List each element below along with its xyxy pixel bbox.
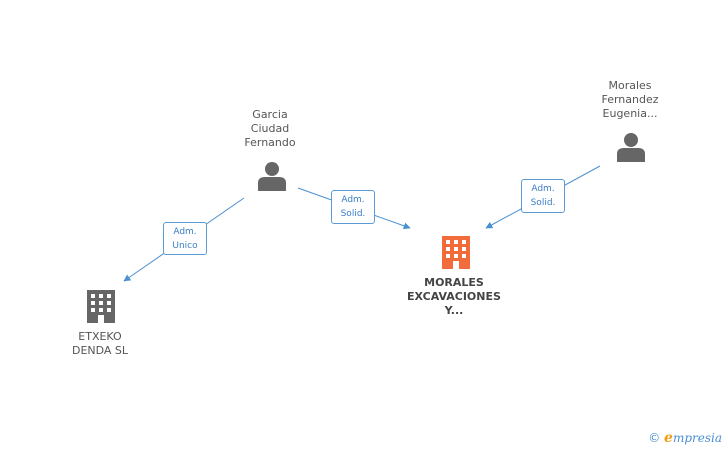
node-label-garcia[interactable]: Garcia Ciudad Fernando — [244, 108, 296, 149]
person-icon[interactable] — [617, 133, 645, 162]
role-badge-adm-unico: Adm. Unico — [163, 222, 207, 255]
footer-brand: © empresia — [648, 430, 722, 446]
building-icon[interactable] — [87, 290, 115, 323]
node-label-morales-exc[interactable]: MORALES EXCAVACIONES Y... — [407, 276, 501, 317]
role-badge-adm-solid-morales: Adm. Solid. — [521, 179, 565, 213]
building-icon-main[interactable] — [442, 236, 470, 269]
copyright-symbol: © — [648, 431, 661, 445]
brand-logo: empresia — [664, 430, 722, 446]
node-label-morales-fernandez[interactable]: Morales Fernandez Eugenia... — [601, 79, 659, 120]
person-icon[interactable] — [258, 162, 286, 191]
role-badge-adm-solid-garcia: Adm. Solid. — [331, 190, 375, 224]
node-label-etxeko[interactable]: ETXEKO DENDA SL — [71, 330, 129, 357]
